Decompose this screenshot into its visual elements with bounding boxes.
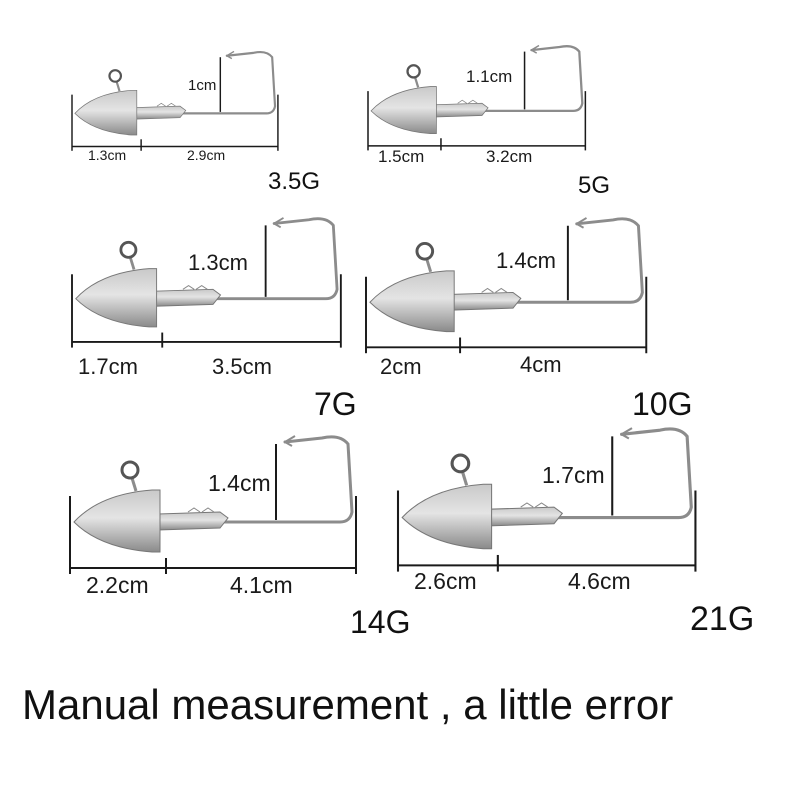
weight-label: 5G: [578, 172, 611, 199]
hook-wire: [480, 45, 584, 113]
shank-length-label: 4cm: [520, 352, 562, 377]
weight-label: 21G: [690, 600, 755, 638]
jig-panel-21g: 1.7cm 2.6cm 4.6cm 21G: [396, 426, 778, 646]
measurement-caption: Manual measurement , a little error: [22, 681, 674, 728]
hook-gap-label: 1.4cm: [208, 470, 271, 496]
collar-ridges: [187, 507, 215, 513]
jig-panel-7g: 1.3cm 1.7cm 3.5cm 7G: [71, 216, 362, 426]
bait-collar: [157, 511, 229, 531]
hook-wire: [511, 217, 644, 304]
collar-ridges: [182, 284, 208, 290]
head-length-label: 2.6cm: [414, 568, 477, 594]
jig-head-3-5g-illustration: [71, 50, 279, 151]
line-tie-stem: [128, 256, 136, 270]
hook-barb: [621, 427, 633, 440]
shank-length-label: 4.6cm: [568, 568, 631, 594]
jig-graphic: [365, 217, 648, 354]
jig-head-5g-illustration: [367, 44, 587, 151]
head-length-label: 1.5cm: [378, 147, 425, 166]
line-tie-eye: [406, 64, 421, 79]
weight-label: 3.5G: [268, 168, 321, 195]
jig-graphic: [69, 435, 357, 574]
jig-head-21g-illustration: [396, 427, 697, 572]
line-tie-stem: [460, 471, 469, 486]
bait-collar: [134, 105, 187, 120]
collar-ridges: [520, 502, 549, 508]
jig-panel-10g: 1.4cm 2cm 4cm 10G: [365, 216, 696, 426]
jig-panel-3-5g: 1cm 1.3cm 2.9cm 3.5G: [71, 50, 332, 200]
line-tie-stem: [425, 258, 433, 273]
weight-label: 10G: [632, 386, 693, 422]
hook-gap-label: 1.7cm: [542, 462, 605, 488]
shank-length-label: 4.1cm: [230, 572, 293, 598]
shank-length-label: 2.9cm: [187, 147, 226, 163]
weight-label: 7G: [314, 386, 357, 422]
head-length-label: 2.2cm: [86, 572, 149, 598]
collar-ridges: [457, 99, 478, 104]
hook-wire: [211, 217, 339, 301]
jig-graphic: [71, 217, 342, 348]
lead-head: [75, 268, 158, 328]
hook-barb: [576, 217, 588, 229]
hook-barb: [273, 217, 284, 229]
hook-gap-label: 1.1cm: [466, 67, 513, 86]
bait-collar: [451, 291, 522, 311]
lead-head: [369, 270, 455, 333]
lead-head: [74, 89, 138, 136]
shank-length-label: 3.2cm: [486, 147, 533, 166]
hook-gap-label: 1.4cm: [496, 248, 556, 273]
jig-head-14g-illustration: [69, 435, 357, 574]
lead-head: [401, 483, 493, 550]
hook-gap-label: 1.3cm: [188, 250, 248, 275]
head-length-label: 1.7cm: [78, 354, 138, 379]
jig-panel-5g: 1.1cm 1.5cm 3.2cm 5G: [367, 44, 628, 204]
line-tie-eye: [450, 453, 471, 474]
jig-graphic: [71, 50, 279, 151]
line-tie-stem: [130, 477, 138, 492]
bait-collar: [434, 102, 489, 118]
lead-head: [73, 489, 161, 553]
head-length-label: 1.3cm: [88, 147, 127, 163]
hook-wire: [218, 435, 354, 524]
bait-collar: [488, 506, 564, 527]
jig-graphic: [396, 427, 697, 572]
lead-head: [370, 86, 437, 135]
jig-head-10g-illustration: [365, 217, 648, 354]
hook-gap-label: 1cm: [188, 77, 217, 94]
jig-graphic: [367, 44, 587, 151]
hook-barb: [284, 435, 296, 447]
line-tie-eye: [415, 241, 435, 261]
jig-head-7g-illustration: [71, 217, 342, 348]
line-tie-eye: [120, 460, 140, 480]
collar-ridges: [481, 287, 508, 293]
jig-panel-14g: 1.4cm 2.2cm 4.1cm 14G: [69, 434, 411, 654]
collar-ridges: [156, 102, 176, 107]
weight-label: 14G: [350, 604, 411, 640]
line-tie-eye: [108, 69, 123, 83]
line-tie-eye: [119, 240, 138, 259]
shank-length-label: 3.5cm: [212, 354, 272, 379]
hook-wire: [552, 427, 693, 520]
line-tie-stem: [414, 77, 420, 88]
line-tie-stem: [115, 81, 121, 92]
hook-barb: [226, 50, 235, 60]
hook-wire: [178, 50, 277, 115]
bait-collar: [154, 288, 222, 307]
head-length-label: 2cm: [380, 354, 422, 379]
hook-barb: [531, 44, 540, 54]
